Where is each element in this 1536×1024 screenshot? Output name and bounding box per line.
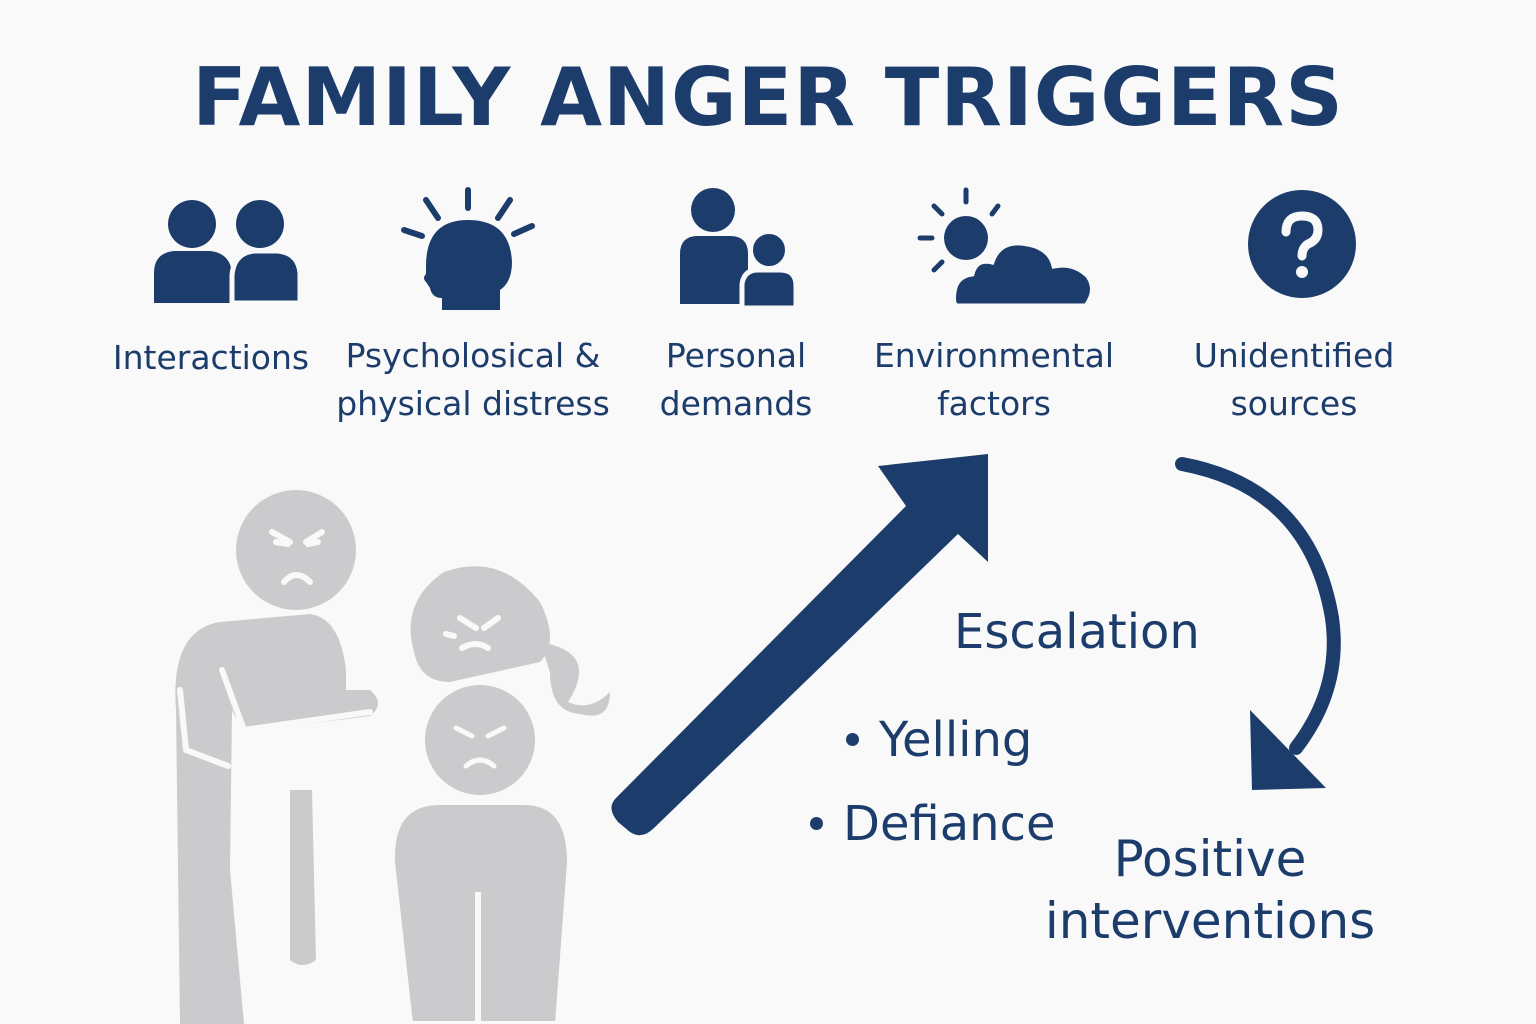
question-mark-icon	[1248, 190, 1356, 298]
label-interactions: Interactions	[112, 338, 310, 377]
two-people-icon	[154, 200, 303, 306]
positive-interventions-label: Positive interventions	[1044, 830, 1376, 950]
bullet-dot	[810, 816, 823, 830]
page-title: FAMILY ANGER TRIGGERS	[192, 51, 1344, 144]
sun-cloud-icon	[917, 187, 1095, 309]
label-environmental: Environmental factors	[873, 336, 1115, 423]
bullet-dot	[846, 732, 859, 746]
angry-adult-figure	[175, 490, 378, 1024]
bullet-defiance: Defiance	[810, 796, 1055, 852]
head-distress-icon	[401, 187, 535, 310]
escalation-arrow	[611, 454, 988, 836]
angry-child-figure	[388, 566, 610, 1024]
parent-child-icon	[680, 188, 799, 311]
escalation-heading: Escalation	[954, 604, 1200, 660]
label-unidentified: Unidentified sources	[1193, 336, 1395, 423]
bullet-yelling: Yelling	[846, 712, 1032, 768]
curved-arrow	[1175, 457, 1341, 790]
label-personal-demands: Personal demands	[659, 336, 813, 423]
label-distress: Psycholosical & physical distress	[336, 336, 610, 423]
